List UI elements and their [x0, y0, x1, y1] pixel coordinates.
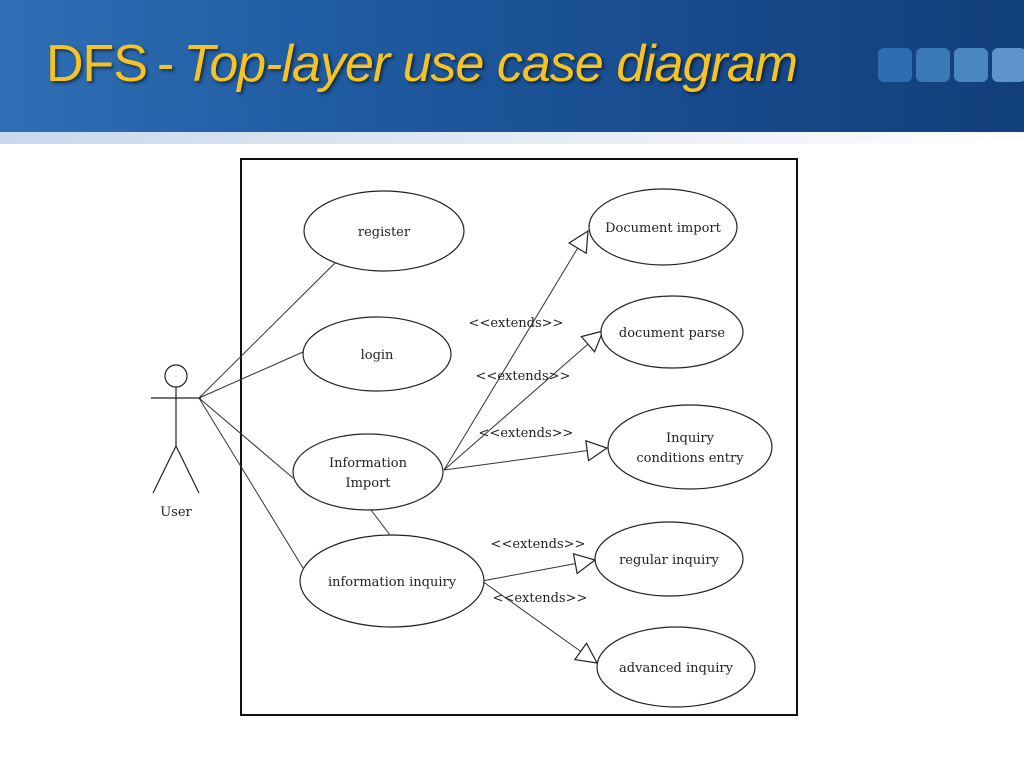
extends-arrowhead: [573, 642, 599, 664]
use-case-ellipse: [299, 534, 485, 628]
use-case-ellipse: [596, 626, 756, 708]
title-separator: -: [157, 35, 174, 93]
banner-stripe: [0, 132, 1024, 144]
decor-square: [954, 48, 988, 82]
use-case-label: Inquiry: [666, 431, 715, 446]
use-case-register: register: [303, 190, 465, 272]
use-case-label: conditions entry: [636, 451, 744, 466]
use-case-label: information inquiry: [328, 575, 457, 590]
use-case-info-inquiry: information inquiry: [299, 534, 485, 628]
extends-line-advanced-inquiry: [481, 580, 582, 652]
association-user-info-inquiry: [198, 397, 304, 569]
use-case-label: regular inquiry: [619, 553, 719, 568]
association-user-login: [198, 351, 304, 399]
association-user-info-import: [198, 397, 294, 479]
use-case-ellipse: [607, 404, 773, 490]
extends-label: <<extends>>: [469, 316, 564, 331]
decor-square: [992, 48, 1024, 82]
use-case-ellipse: [302, 316, 452, 392]
association-user-register: [198, 262, 336, 399]
title-banner: [0, 0, 1024, 132]
extends-arrowhead: [567, 229, 589, 255]
extends-line-regular-inquiry: [481, 563, 576, 582]
title-subtitle: Top-layer use case diagram: [183, 35, 798, 93]
use-case-ellipse: [588, 188, 738, 266]
actor-leg: [175, 445, 200, 494]
use-case-label: advanced inquiry: [619, 661, 734, 676]
use-case-doc-parse: document parse: [600, 295, 744, 369]
extends-label: <<extends>>: [493, 591, 588, 606]
use-case-ellipse: [594, 521, 744, 597]
extends-arrowhead: [572, 552, 597, 575]
use-case-regular-inquiry: regular inquiry: [594, 521, 744, 597]
actor-leg: [152, 445, 177, 494]
use-case-label: document parse: [619, 326, 726, 341]
actor-label: User: [160, 505, 192, 520]
extends-arrowhead: [580, 330, 605, 353]
extends-line-doc-import: [443, 247, 579, 471]
use-case-doc-import: Document import: [588, 188, 738, 266]
use-case-label: register: [358, 225, 411, 240]
actor-head: [164, 364, 188, 388]
use-case-ellipse: [303, 190, 465, 272]
use-case-inquiry-cond: Inquiry conditions entry: [607, 404, 773, 490]
use-case-label: login: [361, 348, 394, 363]
decor-square: [878, 48, 912, 82]
actor-user: User: [151, 364, 201, 520]
extends-label: <<extends>>: [479, 426, 574, 441]
extends-label: <<extends>>: [491, 537, 586, 552]
use-case-label: Import: [345, 476, 391, 491]
use-case-advanced-inquiry: advanced inquiry: [596, 626, 756, 708]
association-info-import-info-inquiry: [370, 509, 391, 536]
decor-square: [916, 48, 950, 82]
use-case-label: Document import: [605, 221, 722, 236]
extends-line-inquiry-cond: [443, 450, 588, 471]
extends-line-doc-parse: [443, 343, 589, 471]
use-case-login: login: [302, 316, 452, 392]
extends-arrowhead: [585, 439, 609, 462]
use-case-label: Information: [329, 456, 408, 471]
slide-title: DFS-Top-layer use case diagram: [46, 24, 798, 104]
extends-label: <<extends>>: [476, 369, 571, 384]
use-case-ellipse: [292, 433, 444, 511]
use-case-ellipse: [600, 295, 744, 369]
title-main: DFS: [46, 35, 148, 93]
